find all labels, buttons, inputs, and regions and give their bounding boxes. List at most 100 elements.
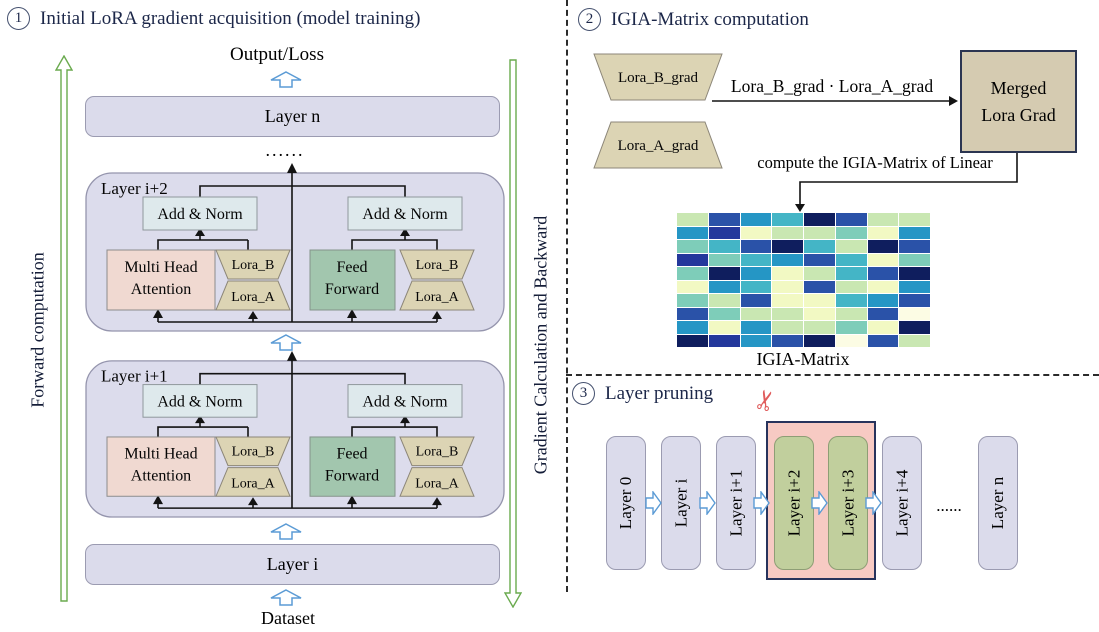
panel1-number-badge: 1 (7, 7, 30, 30)
heatmap-cell (772, 334, 803, 347)
heatmap-cell (740, 240, 772, 253)
lora-b-trapezoid (215, 436, 291, 467)
heatmap-cell (867, 307, 899, 320)
heatmap-cell (708, 267, 740, 280)
heatmap-cell (677, 240, 708, 253)
heatmap-cell (835, 334, 867, 347)
heatmap-cell (677, 294, 708, 307)
up-arrow-icon (270, 71, 302, 88)
heatmap-cell (677, 334, 708, 347)
heatmap-cell (804, 280, 835, 293)
heatmap-cell (835, 253, 867, 266)
heatmap-cell (899, 240, 930, 253)
heatmap-cell (772, 226, 803, 239)
scissors-icon: ✂ (748, 385, 785, 416)
mha-label-2: Attention (131, 468, 191, 485)
igia-matrix-caption: IGIA-Matrix (756, 349, 850, 369)
feed-forward-box (309, 436, 396, 497)
heatmap-cell (835, 213, 867, 226)
lora-b-label: Lora_B (416, 258, 459, 273)
right-arrow-icon (645, 491, 662, 515)
heatmap-cell (772, 267, 803, 280)
heatmap-cell (708, 334, 740, 347)
heatmap-cell (740, 294, 772, 307)
pruning-ellipsis-dots: ...... (936, 496, 962, 515)
layer-block-connectors (153, 350, 442, 509)
heatmap-cell (899, 226, 930, 239)
heatmap-cell (867, 294, 899, 307)
heatmap-cell (804, 213, 835, 226)
right-arrow-icon (865, 491, 882, 515)
lora-a-trapezoid (399, 467, 475, 497)
right-arrow-icon (811, 491, 828, 515)
heatmap-cell (772, 294, 803, 307)
panel2-number-badge: 2 (578, 8, 601, 31)
heatmap-cell (708, 240, 740, 253)
pruning-layer-label: Layer i+1 (726, 469, 746, 537)
heatmap-cell (772, 240, 803, 253)
heatmap-cell (677, 253, 708, 266)
heatmap-cell (740, 307, 772, 320)
panel1-title: 1 Initial LoRA gradient acquisition (mod… (7, 7, 420, 30)
lora-a-grad-trapezoid: Lora_A_grad (593, 121, 723, 169)
heatmap-cell (835, 321, 867, 334)
multi-head-attention-box (106, 249, 216, 311)
add-norm-label: Add & Norm (362, 206, 448, 223)
heatmap-cell (772, 253, 803, 266)
mha-label-2: Attention (131, 281, 191, 298)
merged-lora-grad-box: Merged Lora Grad (960, 50, 1077, 153)
backward-arrow (504, 59, 522, 608)
heatmap-cell (867, 280, 899, 293)
heatmap-cell (899, 294, 930, 307)
lora-b-trapezoid (399, 249, 475, 280)
heatmap-cell (677, 226, 708, 239)
heatmap-cell (740, 267, 772, 280)
heatmap-cell (740, 226, 772, 239)
layer-block-connectors (153, 163, 442, 323)
heatmap-cell (899, 253, 930, 266)
layer-i-label: Layer i (266, 554, 319, 574)
heatmap-cell (867, 321, 899, 334)
heatmap-cell (708, 307, 740, 320)
panel3-title-text: Layer pruning (605, 382, 714, 404)
panel2-title-text: IGIA-Matrix computation (611, 8, 809, 30)
forward-arrow-shape (55, 55, 73, 602)
heatmap-cell (835, 307, 867, 320)
heatmap-cell (867, 253, 899, 266)
feed-forward-box (309, 249, 396, 311)
lora-a-trapezoid (215, 467, 291, 497)
pruning-layer-box-0: Layer 0 (606, 436, 646, 570)
forward-computation-label: Forward computation (27, 252, 48, 408)
heatmap-cell (899, 280, 930, 293)
heatmap-cell (899, 213, 930, 226)
heatmap-cell (867, 267, 899, 280)
pruning-layer-label: Layer i+4 (892, 469, 912, 537)
igia-heatmap (677, 213, 930, 347)
pruning-layer-box-i: Layer i (661, 436, 701, 570)
heatmap-cell (835, 226, 867, 239)
heatmap-cell (772, 321, 803, 334)
product-formula-label: Lora_B_grad · Lora_A_grad (730, 76, 934, 96)
panel1-title-text: Initial LoRA gradient acquisition (model… (40, 7, 421, 29)
lora-a-label: Lora_A (415, 476, 459, 491)
lora-a-label: Lora_A (231, 476, 275, 491)
heatmap-cell (677, 213, 708, 226)
vertical-divider (566, 0, 568, 592)
panel3-number-badge: 3 (572, 382, 595, 405)
pruning-layer-label: Layer i+3 (838, 469, 858, 537)
heatmap-cell (804, 267, 835, 280)
heatmap-cell (772, 213, 803, 226)
dataset-label: Dataset (261, 608, 315, 628)
add-norm-box (142, 384, 258, 418)
layer-n-box: Layer n (85, 96, 500, 137)
multi-head-attention-box (106, 436, 216, 497)
up-arrow-icon (270, 523, 302, 540)
heatmap-cell (899, 334, 930, 347)
lora-b-grad-label: Lora_B_grad (618, 70, 698, 86)
mha-label-1: Multi Head (124, 259, 197, 276)
heatmap-cell (899, 307, 930, 320)
heatmap-cell (804, 294, 835, 307)
layer-block-label: Layer i+2 (101, 179, 168, 198)
panel2-title: 2 IGIA-Matrix computation (578, 8, 809, 31)
